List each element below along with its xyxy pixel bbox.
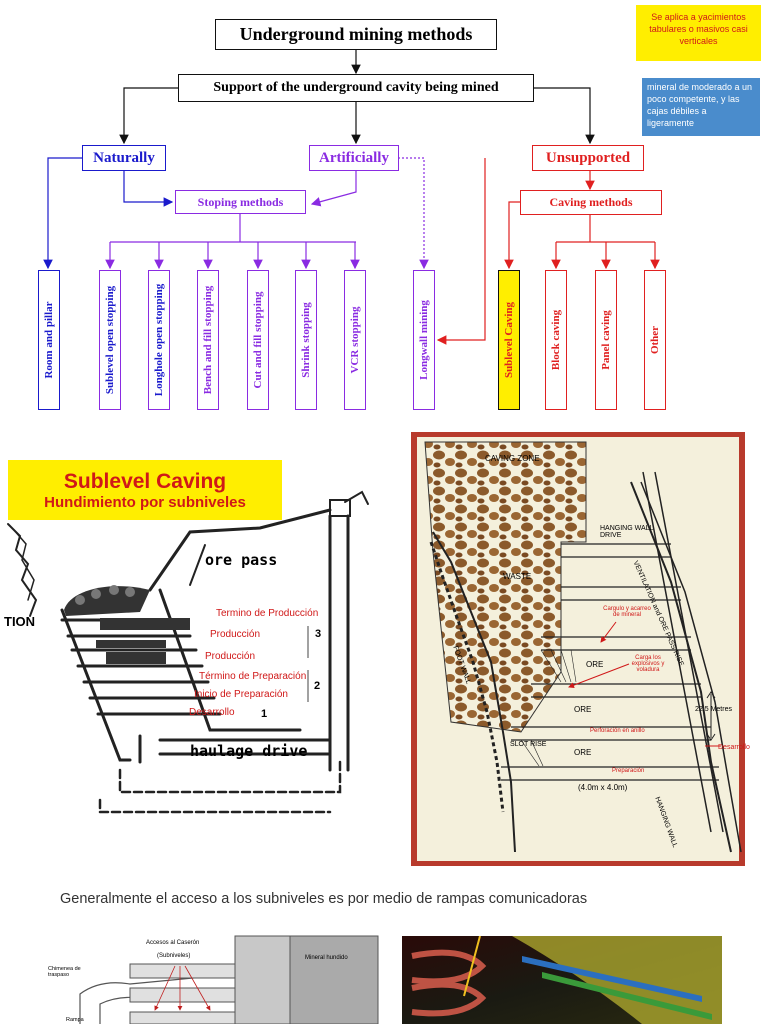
root-node: Underground mining methods: [215, 19, 497, 50]
label-desarrollo-right: Desarrollo: [718, 744, 750, 751]
label-carga-explosivos: Carga los explosivos y voladura: [631, 655, 665, 673]
label-acceso: Accesos al Caserón: [146, 940, 200, 946]
label-produccion-2: Producción: [205, 651, 256, 662]
label-subniveles: (Subniveles): [157, 953, 191, 959]
label-caving-zone: CAVING ZONE: [485, 454, 540, 463]
leaf-cut-fill-stopping: Cut and fill stopping: [247, 270, 269, 410]
label-n2: 2: [314, 680, 321, 692]
label-haulage-drive: haulage drive: [190, 742, 308, 760]
leaf-room-pillar: Room and pillar: [38, 270, 60, 410]
label-ore-1: ORE: [586, 660, 604, 669]
label-size: (4.0m x 4.0m): [578, 783, 628, 792]
label-perforacion: Perforación en anillo: [590, 728, 645, 734]
section-diagram: [424, 441, 742, 853]
sublevel-caving-title-box: Sublevel Caving Hundimiento por subnivel…: [8, 460, 282, 520]
stoping-methods-node: Stoping methods: [175, 190, 306, 214]
label-dimension: 22.5 Metres: [695, 706, 732, 713]
label-hanging-wall-drive: HANGING WALL DRIVE: [600, 525, 654, 539]
bottom-caption: Generalmente el acceso a los subniveles …: [60, 891, 588, 907]
leaf-longwall-mining: Longwall mining: [413, 270, 435, 410]
label-ore-pass: ore pass: [205, 551, 278, 569]
label-rampa: Rampa: [66, 1017, 84, 1023]
label-waste: WASTE: [503, 572, 532, 581]
leaf-panel-caving: Panel caving: [595, 270, 617, 410]
label-produccion-1: Producción: [210, 629, 261, 640]
label-n3: 3: [315, 628, 322, 640]
unsupported-node: Unsupported: [532, 145, 644, 171]
naturally-node: Naturally: [82, 145, 166, 171]
label-ore-2: ORE: [574, 705, 592, 714]
label-chimenea: Chimenea de traspaso: [48, 966, 81, 978]
sublevel-caving-title: Sublevel Caving: [63, 469, 227, 493]
leaf-bench-fill-stopping: Bench and fill stopping: [197, 270, 219, 410]
leaf-shrink-stopping: Shrink stopping: [295, 270, 317, 410]
artificially-node: Artificially: [309, 145, 399, 171]
sublevel-caving-subtitle: Hundimiento por subniveles: [44, 493, 246, 511]
label-preparacion: Preparación: [612, 768, 645, 774]
leaf-longhole-open-stopping: Longhole open stopping: [148, 270, 170, 410]
label-cargado: Cargulo y acarreo de mineral: [603, 606, 651, 618]
label-termino-produccion: Termino de Producción: [216, 608, 319, 619]
tree-connectors: [43, 50, 660, 345]
leaf-vcr-stopping: VCR stopping: [344, 270, 366, 410]
ramp-3d-render: [402, 936, 722, 1024]
label-inicio-preparacion: Inicio de Preparación: [194, 689, 288, 700]
label-termino-preparacion: Término de Preparación: [199, 671, 307, 682]
label-ore-3: ORE: [574, 748, 592, 757]
caving-methods-node: Caving methods: [520, 190, 662, 215]
label-mineral-hundido: Mineral hundido: [305, 955, 348, 961]
label-desarrollo: Desarrollo: [189, 707, 235, 718]
leaf-sublevel-open-stopping: Sublevel open stopping: [99, 270, 121, 410]
sublevel-caving-sketch: [7, 490, 369, 814]
leaf-block-caving: Block caving: [545, 270, 567, 410]
label-slot-rise: SLOT RISE: [510, 741, 547, 748]
label-n1: 1: [261, 708, 268, 720]
note-yellow: Se aplica a yacimientos tabulares o masi…: [636, 5, 761, 61]
note-blue: mineral de moderado a un poco competente…: [642, 78, 760, 136]
label-tion: TION: [4, 614, 36, 629]
leaf-sublevel-caving: Sublevel Caving: [498, 270, 520, 410]
leaf-other: Other: [644, 270, 666, 410]
support-node: Support of the underground cavity being …: [178, 74, 534, 102]
access-diagram: [79, 935, 379, 1024]
